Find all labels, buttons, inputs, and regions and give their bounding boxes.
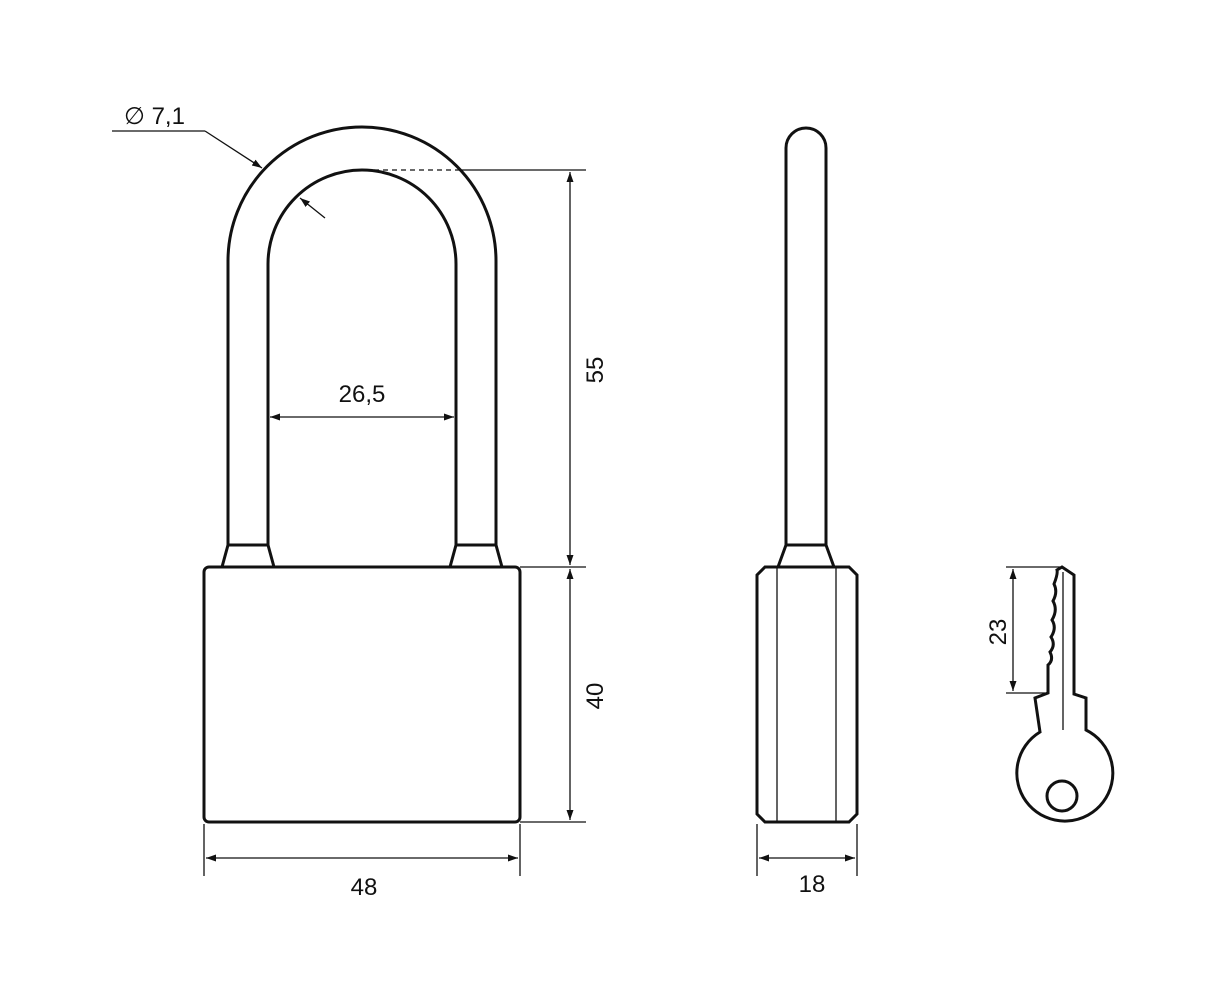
collar-right	[448, 543, 504, 568]
body-width-label: 48	[351, 874, 378, 901]
shackle-rod	[784, 126, 828, 545]
lock-body	[202, 565, 522, 824]
shackle-inner	[266, 168, 458, 545]
diameter-label: ∅ 7,1	[124, 103, 185, 130]
body-depth-label: 18	[799, 871, 826, 898]
front-dimensions: ∅ 7,1 26,5 55 40 48	[112, 103, 609, 901]
body-height-label: 40	[582, 683, 609, 710]
front-view	[202, 125, 522, 824]
side-body	[755, 565, 859, 824]
shackle-height-label: 55	[582, 357, 609, 384]
key-length-label: 23	[985, 619, 1012, 646]
side-view: 18	[755, 126, 859, 898]
side-collar	[776, 543, 836, 568]
key-hole	[1045, 779, 1079, 813]
inner-width-label: 26,5	[339, 381, 386, 408]
key-outline	[1015, 565, 1115, 823]
key: 23	[985, 565, 1115, 823]
shackle-outer	[226, 125, 498, 545]
collar-left	[220, 543, 276, 568]
